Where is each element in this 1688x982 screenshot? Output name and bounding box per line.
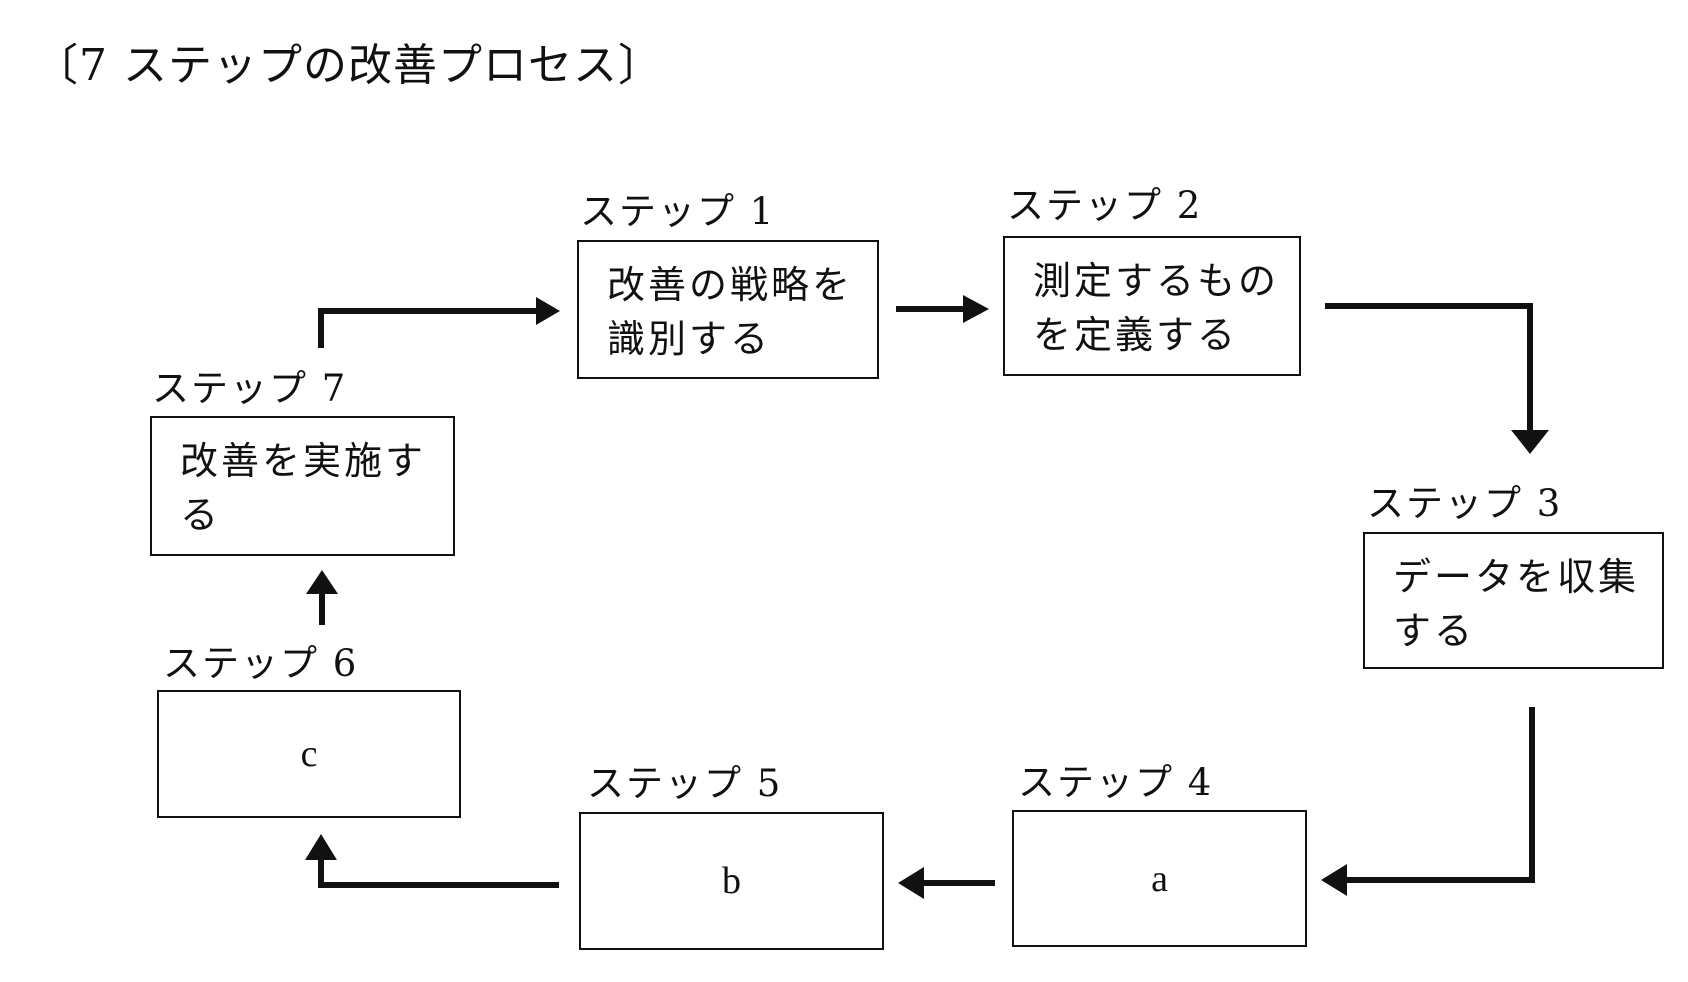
arrow-step3-to-step4 xyxy=(1345,707,1535,883)
step-1-text: 改善の戦略を識別する xyxy=(607,263,854,361)
arrow-step5-to-step6 xyxy=(318,858,559,888)
step-2-box: 測定するものを定義する xyxy=(1003,236,1301,376)
diagram-title: 〔7 ステップの改善プロセス〕 xyxy=(34,40,663,91)
arrowhead-step6 xyxy=(305,834,337,860)
step-6-box: c xyxy=(157,690,461,818)
step-2-label: ステップ 2 xyxy=(1007,184,1203,227)
step-3-box: データを収集する xyxy=(1363,532,1664,669)
step-2-text: 測定するものを定義する xyxy=(1033,259,1280,357)
step-7-text: 改善を実施する xyxy=(180,439,427,537)
step-3-label: ステップ 3 xyxy=(1367,482,1563,525)
step-7-box: 改善を実施する xyxy=(150,416,455,556)
step-5-label: ステップ 5 xyxy=(587,762,783,805)
arrow-step2-to-step3 xyxy=(1325,303,1533,432)
step-3-text: データを収集する xyxy=(1393,555,1640,653)
step-4-text: a xyxy=(1151,857,1168,900)
arrowhead-step1 xyxy=(536,297,560,325)
step-5-text: b xyxy=(722,860,741,902)
step-1-box: 改善の戦略を識別する xyxy=(577,240,879,379)
arrow-step7-to-step1 xyxy=(318,308,538,348)
step-6-label: ステップ 6 xyxy=(163,642,359,685)
step-4-box: a xyxy=(1012,810,1307,947)
step-7-label: ステップ 7 xyxy=(152,367,348,410)
step-4-label: ステップ 4 xyxy=(1018,761,1214,804)
arrowhead-step3 xyxy=(1511,430,1549,454)
arrowhead-step4 xyxy=(1321,864,1347,896)
arrowhead-step2 xyxy=(963,295,989,323)
arrowhead-step5 xyxy=(898,867,924,899)
step-5-box: b xyxy=(579,812,884,950)
step-1-label: ステップ 1 xyxy=(580,190,776,233)
step-6-text: c xyxy=(300,733,318,775)
arrowhead-step7 xyxy=(306,570,338,594)
